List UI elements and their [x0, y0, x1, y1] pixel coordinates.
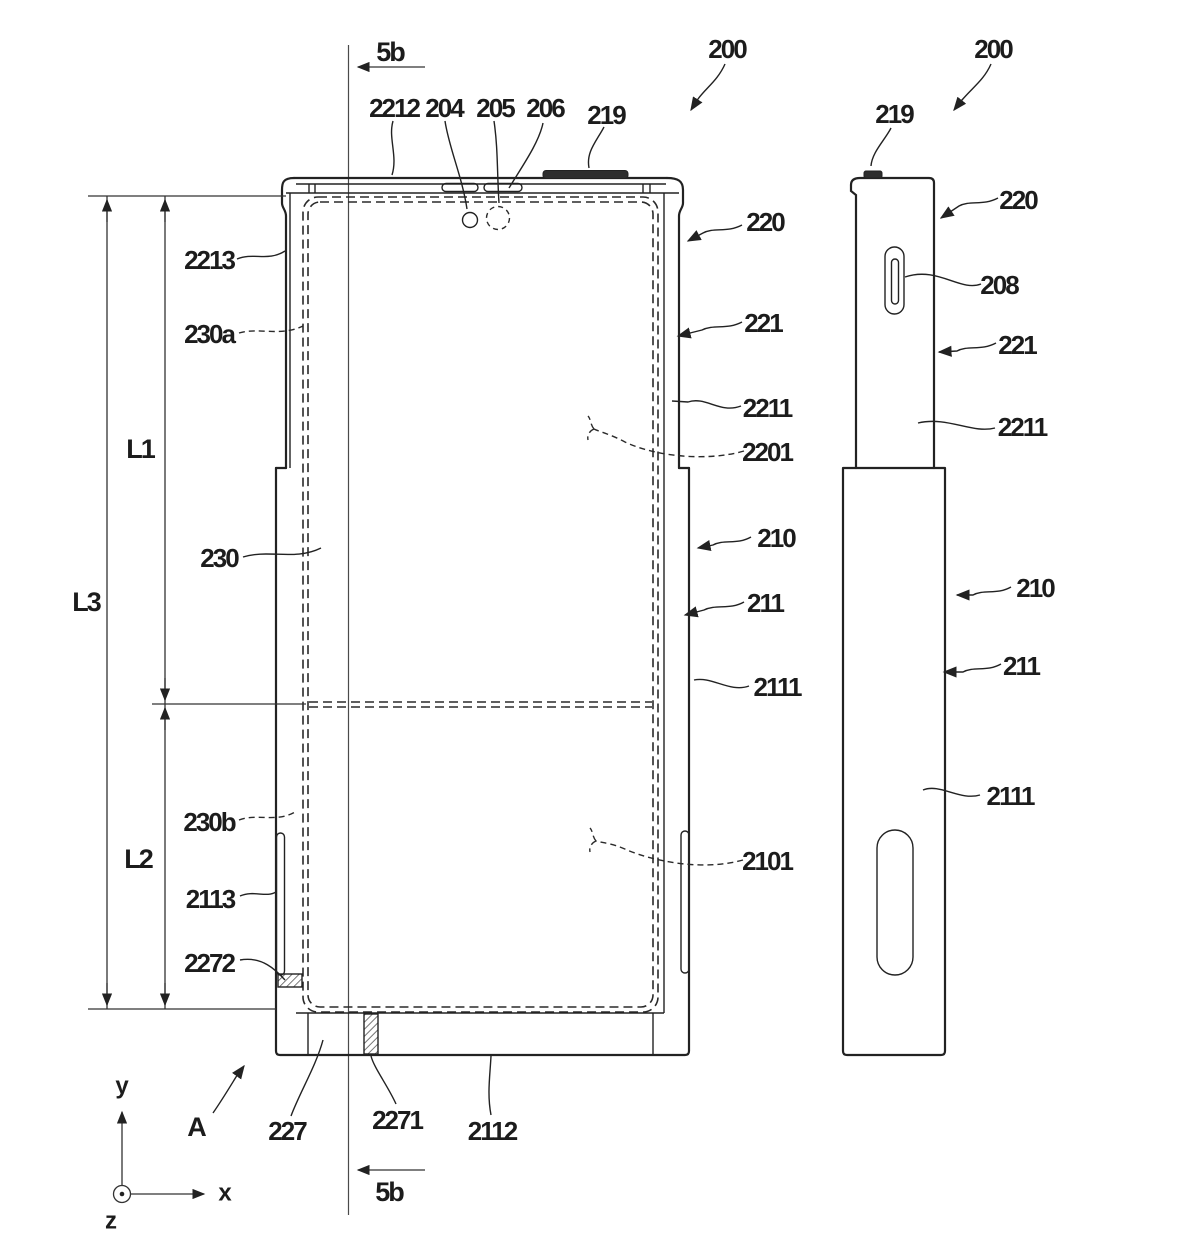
front-housing-left-edge: [280, 176, 296, 470]
leader-front-200: [690, 63, 726, 112]
top-slot-left: [441, 182, 479, 193]
display-outline-inner: [307, 201, 654, 1008]
label-side-221: 221: [998, 330, 1037, 360]
camera-hole-solid: [461, 211, 479, 229]
label-side-219: 219: [875, 99, 914, 129]
label-side-2211: 2211: [998, 412, 1048, 442]
label-2101: 2101: [742, 846, 793, 876]
camera-hole-dashed: [485, 205, 511, 231]
side-slot-208-inner: [890, 258, 900, 305]
display-outline-outer: [302, 196, 659, 1013]
part-2272-hatched: [277, 973, 303, 988]
label-5b-bottom: 5b: [375, 1177, 404, 1207]
front-view: [274, 170, 691, 1057]
label-208: 208: [980, 270, 1019, 300]
label-side-2111: 2111: [987, 781, 1036, 811]
z-axis-symbol: [112, 1184, 132, 1204]
label-230a: 230a: [184, 319, 236, 349]
label-side-210: 210: [1016, 573, 1055, 603]
label-front-219: 219: [587, 100, 626, 130]
label-front-210: 210: [757, 523, 796, 553]
label-206: 206: [526, 93, 565, 123]
side-view: [841, 170, 947, 1057]
side-leaders: [870, 63, 1012, 797]
dimension-lines: [88, 195, 306, 1010]
label-A: A: [187, 1112, 206, 1142]
label-axis-x: x: [218, 1180, 232, 1207]
side-upper-left: [849, 183, 858, 470]
label-2201: 2201: [742, 437, 793, 467]
label-2112: 2112: [468, 1116, 518, 1146]
label-front-200: 200: [708, 34, 747, 64]
label-227: 227: [268, 1116, 307, 1146]
label-axis-y: y: [115, 1073, 129, 1100]
front-housing-right-edge: [665, 176, 685, 470]
front-leaders: [212, 63, 752, 1117]
label-L3: L3: [72, 587, 101, 617]
label-2113: 2113: [186, 884, 236, 914]
label-2212: 2212: [369, 93, 420, 123]
label-side-211: 211: [1003, 651, 1040, 681]
rail-2113-left: [275, 832, 286, 976]
label-204: 204: [425, 93, 465, 123]
label-205: 205: [476, 93, 515, 123]
label-230: 230: [200, 543, 239, 573]
side-key-219: [863, 170, 883, 179]
side-upper-top-right: [849, 176, 936, 470]
label-front-221: 221: [744, 308, 783, 338]
slider-outline: [274, 466, 691, 1057]
side-hole-2111: [876, 829, 914, 976]
leader-side-200: [953, 63, 992, 112]
top-slot-right: [483, 182, 523, 193]
label-side-200: 200: [974, 34, 1013, 64]
label-230b: 230b: [183, 807, 235, 837]
side-key-219-front: [542, 170, 629, 179]
side-slot-208-outer: [884, 246, 905, 315]
leader-front-A: [212, 1064, 245, 1114]
label-2271: 2271: [372, 1105, 423, 1135]
label-5b-top: 5b: [376, 37, 405, 67]
label-front-211: 211: [747, 588, 784, 618]
coordinate-axes: [112, 1110, 206, 1204]
label-front-2111: 2111: [754, 672, 803, 702]
section-line-5b: [347, 45, 425, 1215]
label-side-220: 220: [999, 185, 1038, 215]
labels: 5b 200 2212 204 205 206 219 220 221 2211…: [72, 34, 1057, 1235]
label-L1: L1: [126, 434, 155, 464]
label-front-2211: 2211: [743, 393, 793, 423]
part-2271-hatched: [363, 1013, 379, 1055]
label-2213: 2213: [184, 245, 235, 275]
side-lower-outline: [841, 466, 947, 1057]
label-front-220: 220: [746, 207, 785, 237]
label-axis-z: z: [105, 1208, 117, 1235]
label-L2: L2: [124, 844, 152, 874]
rail-right: [680, 830, 690, 974]
label-2272: 2272: [184, 948, 235, 978]
